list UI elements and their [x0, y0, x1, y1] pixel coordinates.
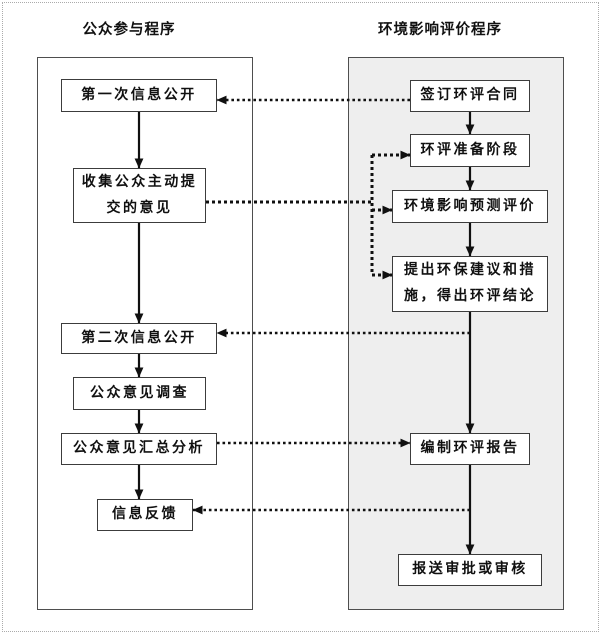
flow-box-collect-opinions: 收集公众主动提 交的意见: [73, 168, 206, 223]
flow-box-label: 收集公众主动提 交的意见: [81, 174, 198, 216]
flow-box-proposals-conclusion: 提出环保建议和措 施，得出环评结论: [392, 256, 548, 312]
flow-box-first-disclosure: 第一次信息公开: [61, 79, 217, 112]
flow-box-label: 环评准备阶段: [420, 142, 520, 158]
flow-box-label: 第一次信息公开: [81, 87, 197, 103]
flow-box-eia-preparation: 环评准备阶段: [410, 134, 530, 167]
flow-box-sign-contract: 签订环评合同: [410, 80, 530, 112]
flow-box-compile-report: 编制环评报告: [410, 433, 530, 465]
flow-box-label: 报送审批或审核: [412, 562, 528, 577]
flow-box-label: 信息反馈: [112, 507, 178, 522]
flow-box-opinion-survey: 公众意见调查: [73, 377, 206, 410]
flow-box-label: 签订环评合同: [420, 88, 520, 103]
flow-box-second-disclosure: 第二次信息公开: [61, 323, 217, 354]
flow-box-label: 提出环保建议和措 施，得出环评结论: [404, 263, 536, 304]
right-column-title: 环境影响评价程序: [378, 22, 502, 38]
flow-box-label: 环境影响预测评价: [404, 198, 536, 214]
flow-box-impact-prediction: 环境影响预测评价: [392, 190, 548, 223]
flow-box-label: 第二次信息公开: [81, 330, 197, 346]
flow-box-opinion-analysis: 公众意见汇总分析: [61, 433, 217, 465]
flow-box-label: 公众意见汇总分析: [73, 441, 205, 456]
flow-box-feedback: 信息反馈: [97, 499, 193, 531]
flow-box-label: 公众意见调查: [90, 385, 189, 401]
left-column-title: 公众参与程序: [82, 22, 176, 38]
flow-box-submit-approval: 报送审批或审核: [398, 554, 542, 586]
flow-box-label: 编制环评报告: [420, 441, 520, 456]
